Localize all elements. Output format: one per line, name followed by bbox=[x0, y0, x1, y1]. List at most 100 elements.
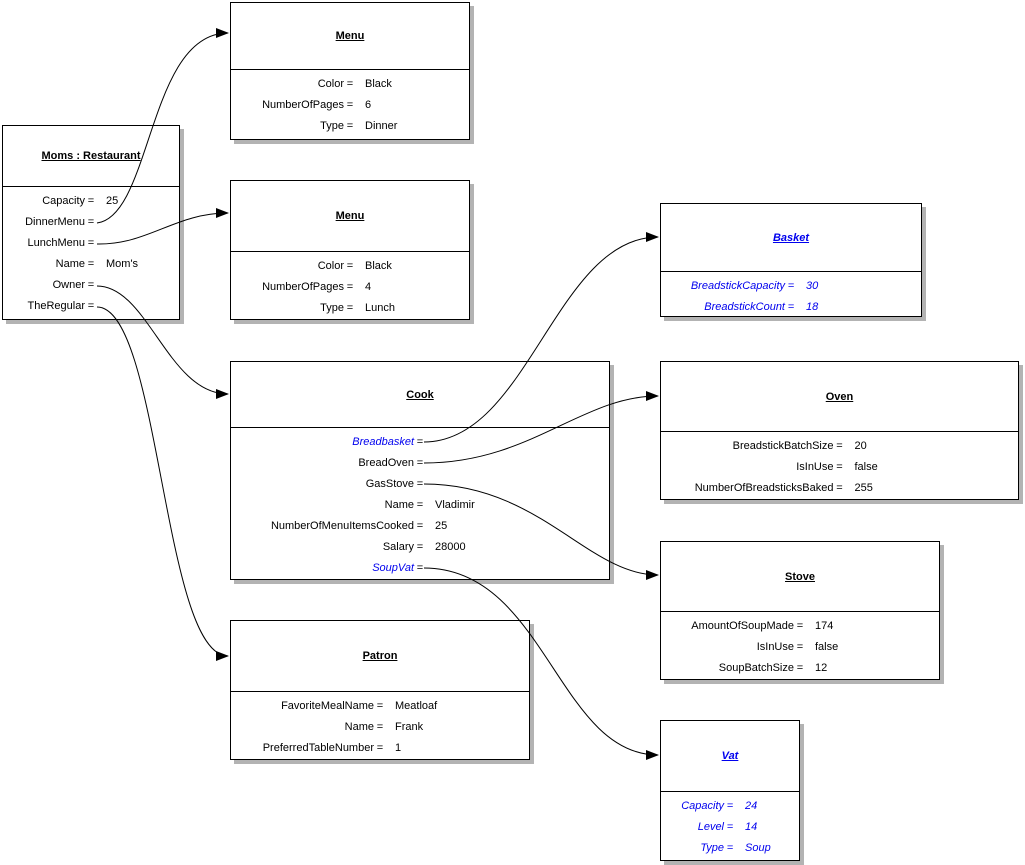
equals-sign: = bbox=[376, 742, 384, 754]
properties-compartment: Color = Black NumberOfPages = 4 Type = L… bbox=[231, 252, 469, 319]
property-name: PreferredTableNumber bbox=[262, 742, 374, 754]
property-name: Name bbox=[384, 499, 414, 511]
object-title: Vat bbox=[721, 750, 739, 762]
properties-compartment: FavoriteMealName = Meatloaf Name = Frank… bbox=[231, 692, 529, 759]
equals-sign: = bbox=[726, 842, 734, 854]
equals-sign: = bbox=[87, 237, 95, 249]
property-value: Black bbox=[365, 78, 392, 90]
equals-sign: = bbox=[87, 216, 95, 228]
equals-sign: = bbox=[346, 99, 354, 111]
equals-sign: = bbox=[796, 641, 804, 653]
properties-compartment: AmountOfSoupMade = 174 IsInUse = false S… bbox=[661, 612, 939, 679]
property-name: IsInUse bbox=[796, 461, 834, 473]
equals-sign: = bbox=[346, 120, 354, 132]
property-name: NumberOfMenuItemsCooked bbox=[270, 520, 414, 532]
property-name: LunchMenu bbox=[27, 237, 86, 249]
equals-sign: = bbox=[346, 281, 354, 293]
title-compartment: Vat bbox=[661, 721, 799, 792]
property-name: BreadstickBatchSize bbox=[732, 440, 834, 452]
property-name: IsInUse bbox=[756, 641, 794, 653]
equals-sign: = bbox=[787, 280, 795, 292]
property-value: Meatloaf bbox=[395, 700, 438, 712]
property-value: 25 bbox=[435, 520, 448, 532]
property-value: 20 bbox=[854, 440, 867, 452]
object-box-cook[interactable]: Cook Breadbasket = BreadOven = GasStove … bbox=[230, 361, 610, 580]
property-value: Mom's bbox=[106, 258, 139, 270]
object-title: Basket bbox=[772, 231, 810, 244]
property-name: Owner bbox=[52, 279, 85, 291]
property-name: Name bbox=[344, 721, 374, 733]
property-value: 30 bbox=[806, 280, 819, 292]
object-box-vat[interactable]: Vat Capacity = 24 Level = 14 Type = Soup bbox=[660, 720, 800, 861]
equals-sign: = bbox=[416, 520, 424, 532]
object-box-oven[interactable]: Oven BreadstickBatchSize = 20 IsInUse = … bbox=[660, 361, 1019, 500]
equals-sign: = bbox=[787, 301, 795, 313]
property-name: SoupVat bbox=[372, 562, 414, 574]
title-compartment: Moms : Restaurant bbox=[3, 126, 179, 187]
property-name: BreadOven bbox=[358, 457, 414, 469]
property-name: Level bbox=[697, 821, 724, 833]
equals-sign: = bbox=[726, 821, 734, 833]
property-name: GasStove bbox=[365, 478, 414, 490]
equals-sign: = bbox=[416, 499, 424, 511]
equals-sign: = bbox=[726, 800, 734, 812]
equals-sign: = bbox=[416, 478, 424, 490]
equals-sign: = bbox=[416, 436, 424, 448]
property-name: TheRegular bbox=[27, 300, 85, 312]
property-value: Lunch bbox=[365, 302, 395, 314]
property-value: 18 bbox=[806, 301, 819, 313]
title-compartment: Menu bbox=[231, 3, 469, 70]
property-name: BreadstickCount bbox=[704, 301, 785, 313]
property-name: Type bbox=[320, 302, 344, 314]
equals-sign: = bbox=[376, 721, 384, 733]
object-box-moms-restaurant[interactable]: Moms : Restaurant Capacity = 25 DinnerMe… bbox=[2, 125, 180, 320]
property-name: NumberOfBreadsticksBaked bbox=[694, 482, 834, 494]
property-value: Soup bbox=[745, 842, 771, 854]
object-box-menu-dinner[interactable]: Menu Color = Black NumberOfPages = 6 Typ… bbox=[230, 2, 470, 140]
property-name: Color bbox=[317, 78, 344, 90]
property-name: NumberOfPages bbox=[262, 99, 344, 111]
property-value: 255 bbox=[854, 482, 873, 494]
property-value: 24 bbox=[745, 800, 758, 812]
object-title: Moms : Restaurant bbox=[41, 150, 141, 162]
property-value: false bbox=[815, 641, 839, 653]
property-name: SoupBatchSize bbox=[718, 662, 794, 674]
equals-sign: = bbox=[836, 482, 843, 494]
property-name: DinnerMenu bbox=[25, 216, 85, 228]
properties-compartment: BreadstickCapacity = 30 BreadstickCount … bbox=[661, 272, 921, 318]
object-box-basket[interactable]: Basket BreadstickCapacity = 30 Breadstic… bbox=[660, 203, 922, 317]
equals-sign: = bbox=[836, 461, 843, 473]
property-value: 1 bbox=[395, 742, 402, 754]
title-compartment: Basket bbox=[661, 204, 921, 272]
property-name: Name bbox=[55, 258, 85, 270]
object-title: Menu bbox=[335, 30, 365, 42]
title-compartment: Cook bbox=[231, 362, 609, 428]
object-title: Cook bbox=[406, 388, 434, 401]
title-compartment: Stove bbox=[661, 542, 939, 612]
object-title: Stove bbox=[785, 570, 815, 583]
equals-sign: = bbox=[346, 78, 354, 90]
property-name: Breadbasket bbox=[352, 436, 414, 448]
property-name: FavoriteMealName bbox=[281, 700, 374, 712]
property-name: Type bbox=[700, 842, 724, 854]
equals-sign: = bbox=[87, 300, 95, 312]
property-name: AmountOfSoupMade bbox=[691, 620, 794, 632]
object-title: Patron bbox=[362, 650, 398, 662]
equals-sign: = bbox=[87, 195, 95, 207]
property-name: NumberOfPages bbox=[262, 281, 344, 293]
property-name: Capacity bbox=[42, 195, 85, 207]
property-value: Vladimir bbox=[435, 499, 475, 511]
property-value: 174 bbox=[815, 620, 834, 632]
properties-compartment: Capacity = 24 Level = 14 Type = Soup bbox=[661, 792, 799, 859]
object-box-stove[interactable]: Stove AmountOfSoupMade = 174 IsInUse = f… bbox=[660, 541, 940, 680]
property-name: Salary bbox=[382, 541, 414, 553]
object-box-patron[interactable]: Patron FavoriteMealName = Meatloaf Name … bbox=[230, 620, 530, 760]
equals-sign: = bbox=[87, 258, 95, 270]
equals-sign: = bbox=[796, 662, 804, 674]
property-name: Color bbox=[317, 260, 344, 272]
object-title: Menu bbox=[335, 210, 365, 222]
object-box-menu-lunch[interactable]: Menu Color = Black NumberOfPages = 4 Typ… bbox=[230, 180, 470, 320]
property-value: Black bbox=[365, 260, 392, 272]
arrow-theregular-to-patron bbox=[96, 306, 229, 661]
